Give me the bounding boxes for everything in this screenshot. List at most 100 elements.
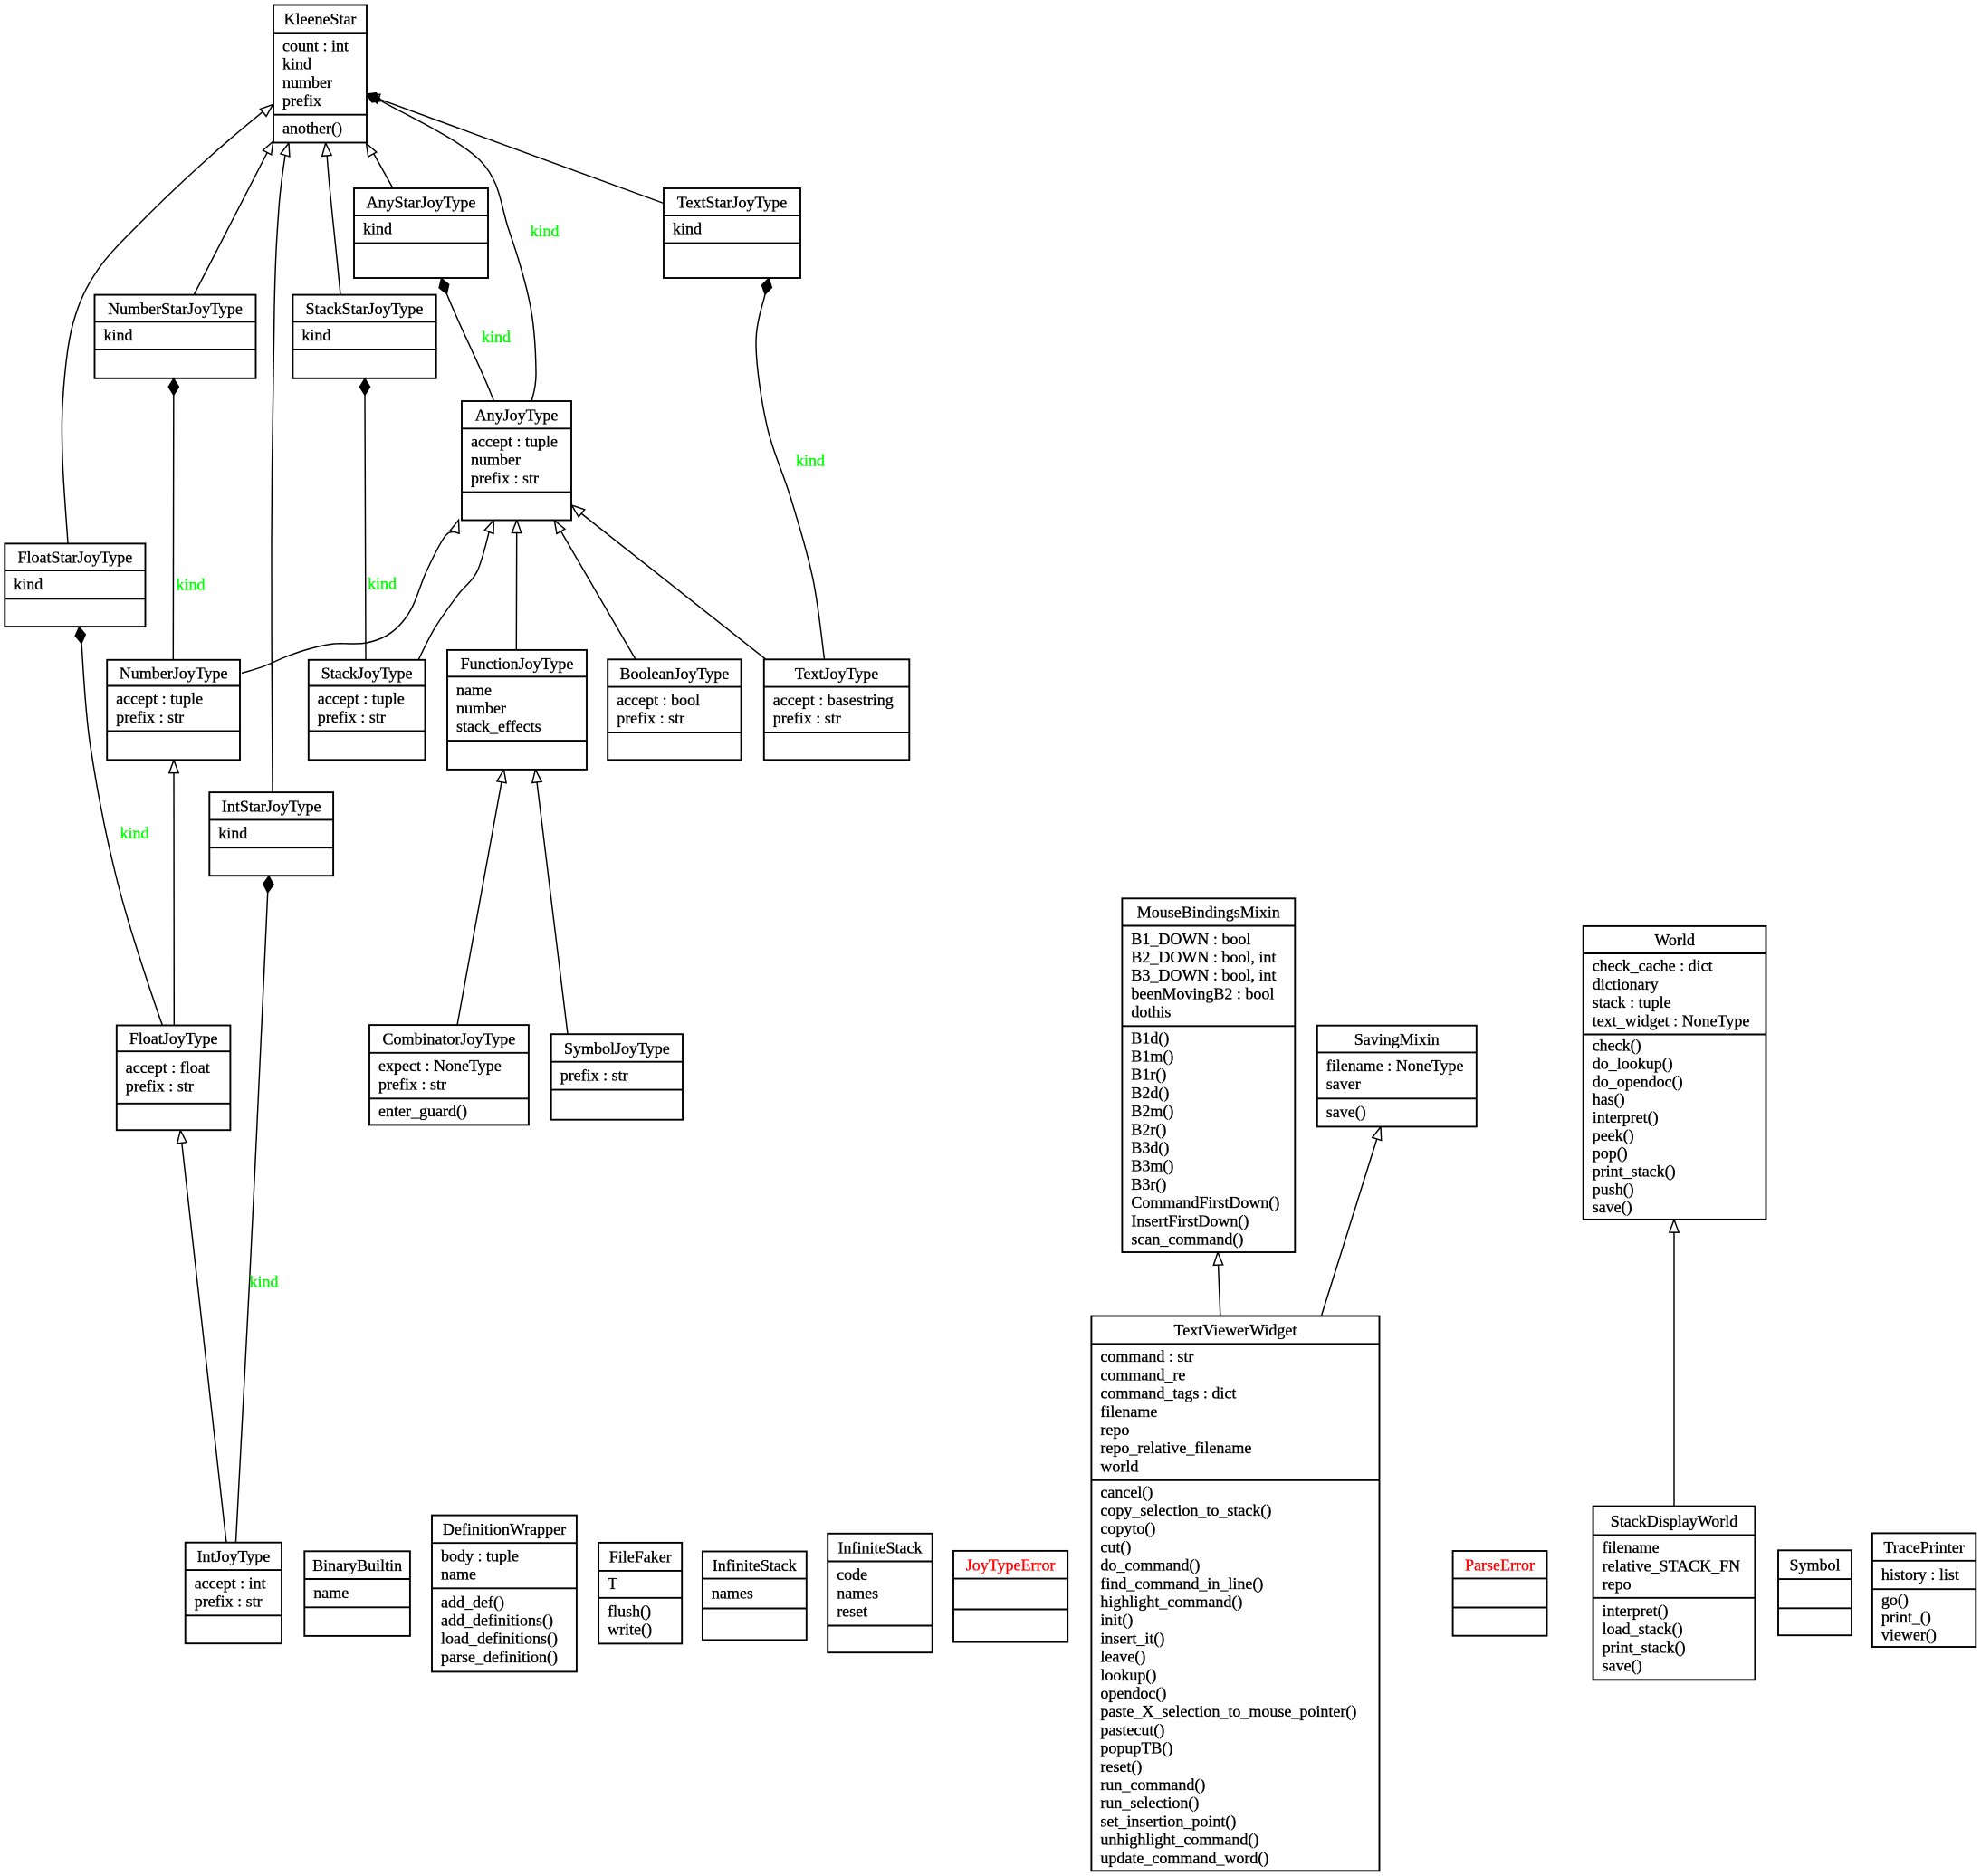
svg-text:accept : tuple: accept : tuple bbox=[318, 690, 405, 708]
svg-text:run_command(): run_command() bbox=[1100, 1776, 1205, 1795]
svg-text:NumberStarJoyType: NumberStarJoyType bbox=[108, 300, 243, 318]
svg-text:kind: kind bbox=[301, 326, 330, 344]
svg-text:B1m(): B1m() bbox=[1131, 1048, 1173, 1067]
svg-text:leave(): leave() bbox=[1100, 1648, 1145, 1667]
svg-text:accept : tuple: accept : tuple bbox=[471, 433, 558, 451]
svg-text:peek(): peek() bbox=[1593, 1126, 1634, 1145]
svg-text:run_selection(): run_selection() bbox=[1100, 1794, 1199, 1813]
svg-text:cancel(): cancel() bbox=[1100, 1483, 1153, 1502]
svg-text:B1d(): B1d() bbox=[1131, 1029, 1169, 1048]
svg-text:expect : NoneType: expect : NoneType bbox=[378, 1057, 502, 1075]
svg-text:NumberJoyType: NumberJoyType bbox=[120, 664, 228, 682]
svg-text:prefix : str: prefix : str bbox=[116, 708, 184, 726]
svg-text:prefix: prefix bbox=[282, 91, 321, 110]
svg-text:save(): save() bbox=[1603, 1657, 1642, 1676]
svg-text:B3r(): B3r() bbox=[1131, 1175, 1166, 1194]
svg-text:names: names bbox=[837, 1584, 878, 1602]
svg-text:accept : bool: accept : bool bbox=[617, 691, 700, 709]
svg-text:SavingMixin: SavingMixin bbox=[1354, 1030, 1440, 1048]
svg-text:flush(): flush() bbox=[608, 1602, 651, 1621]
svg-text:prefix : str: prefix : str bbox=[560, 1066, 628, 1084]
svg-text:name: name bbox=[313, 1584, 349, 1602]
svg-text:do_lookup(): do_lookup() bbox=[1593, 1054, 1673, 1073]
svg-text:world: world bbox=[1100, 1457, 1138, 1475]
svg-text:copy_selection_to_stack(): copy_selection_to_stack() bbox=[1100, 1501, 1271, 1520]
svg-text:TracePrinter: TracePrinter bbox=[1883, 1538, 1964, 1556]
svg-text:kind: kind bbox=[120, 824, 149, 842]
svg-text:prefix : str: prefix : str bbox=[195, 1593, 263, 1611]
svg-text:TextStarJoyType: TextStarJoyType bbox=[677, 193, 787, 211]
svg-text:prefix : str: prefix : str bbox=[773, 709, 841, 727]
svg-text:cut(): cut() bbox=[1100, 1537, 1131, 1556]
svg-text:filename: filename bbox=[1603, 1538, 1660, 1556]
svg-text:B3_DOWN : bool, int: B3_DOWN : bool, int bbox=[1131, 966, 1276, 984]
svg-text:names: names bbox=[712, 1584, 753, 1602]
svg-text:dictionary: dictionary bbox=[1593, 975, 1659, 993]
svg-text:prefix : str: prefix : str bbox=[617, 709, 684, 727]
svg-text:load_definitions(): load_definitions() bbox=[441, 1630, 558, 1649]
svg-text:copyto(): copyto() bbox=[1100, 1519, 1155, 1538]
svg-text:StackJoyType: StackJoyType bbox=[321, 664, 413, 682]
svg-text:CommandFirstDown(): CommandFirstDown() bbox=[1131, 1193, 1279, 1212]
svg-text:load_stack(): load_stack() bbox=[1603, 1620, 1683, 1639]
svg-text:AnyStarJoyType: AnyStarJoyType bbox=[367, 193, 476, 211]
svg-text:kind: kind bbox=[218, 824, 247, 842]
svg-text:StackDisplayWorld: StackDisplayWorld bbox=[1611, 1512, 1738, 1530]
svg-text:B3d(): B3d() bbox=[1131, 1139, 1169, 1158]
svg-text:TextJoyType: TextJoyType bbox=[795, 665, 878, 683]
svg-text:InsertFirstDown(): InsertFirstDown() bbox=[1131, 1211, 1249, 1230]
svg-text:KleeneStar: KleeneStar bbox=[284, 10, 357, 28]
svg-text:B1_DOWN : bool: B1_DOWN : bool bbox=[1131, 930, 1250, 948]
svg-text:history : list: history : list bbox=[1881, 1565, 1959, 1584]
svg-text:save(): save() bbox=[1593, 1198, 1632, 1217]
svg-text:stack_effects: stack_effects bbox=[456, 717, 541, 735]
svg-text:push(): push() bbox=[1593, 1180, 1634, 1199]
svg-text:AnyJoyType: AnyJoyType bbox=[475, 406, 559, 424]
svg-text:filename : NoneType: filename : NoneType bbox=[1326, 1057, 1464, 1075]
svg-text:reset: reset bbox=[837, 1603, 867, 1621]
svg-text:scan_command(): scan_command() bbox=[1131, 1230, 1243, 1249]
svg-text:command : str: command : str bbox=[1100, 1347, 1193, 1365]
svg-text:write(): write() bbox=[608, 1621, 652, 1640]
svg-text:command_tags : dict: command_tags : dict bbox=[1100, 1384, 1236, 1402]
svg-text:save(): save() bbox=[1326, 1103, 1366, 1122]
svg-text:World: World bbox=[1654, 931, 1695, 949]
svg-text:accept : basestring: accept : basestring bbox=[773, 691, 894, 709]
svg-text:kind: kind bbox=[282, 55, 311, 73]
svg-text:FileFaker: FileFaker bbox=[609, 1548, 672, 1566]
svg-text:B1r(): B1r() bbox=[1131, 1066, 1166, 1085]
svg-text:StackStarJoyType: StackStarJoyType bbox=[306, 300, 424, 318]
svg-text:init(): init() bbox=[1100, 1611, 1133, 1630]
svg-text:opendoc(): opendoc() bbox=[1100, 1684, 1166, 1703]
svg-text:BooleanJoyType: BooleanJoyType bbox=[620, 665, 730, 683]
svg-text:TextViewerWidget: TextViewerWidget bbox=[1174, 1321, 1297, 1339]
svg-text:ParseError: ParseError bbox=[1465, 1556, 1535, 1574]
svg-text:filename: filename bbox=[1100, 1402, 1157, 1421]
svg-text:BinaryBuiltin: BinaryBuiltin bbox=[312, 1556, 402, 1574]
svg-text:pastecut(): pastecut() bbox=[1100, 1720, 1164, 1739]
svg-text:go(): go() bbox=[1881, 1591, 1909, 1610]
svg-text:print_stack(): print_stack() bbox=[1603, 1638, 1686, 1657]
svg-text:FunctionJoyType: FunctionJoyType bbox=[461, 655, 574, 673]
svg-text:beenMovingB2 : bool: beenMovingB2 : bool bbox=[1131, 984, 1274, 1002]
svg-text:count : int: count : int bbox=[282, 37, 349, 55]
svg-text:B2m(): B2m() bbox=[1131, 1102, 1173, 1121]
svg-text:command_re: command_re bbox=[1100, 1365, 1185, 1383]
svg-text:do_opendoc(): do_opendoc() bbox=[1593, 1072, 1683, 1091]
svg-text:lookup(): lookup() bbox=[1100, 1666, 1156, 1685]
svg-text:check_cache : dict: check_cache : dict bbox=[1593, 957, 1713, 975]
svg-text:B2d(): B2d() bbox=[1131, 1084, 1169, 1103]
svg-text:number: number bbox=[456, 699, 506, 717]
svg-text:highlight_command(): highlight_command() bbox=[1100, 1593, 1242, 1612]
svg-text:print_stack(): print_stack() bbox=[1593, 1163, 1676, 1182]
svg-text:prefix : str: prefix : str bbox=[378, 1075, 446, 1093]
svg-text:prefix : str: prefix : str bbox=[318, 708, 386, 726]
svg-text:MouseBindingsMixin: MouseBindingsMixin bbox=[1137, 904, 1280, 922]
svg-text:JoyTypeError: JoyTypeError bbox=[966, 1556, 1056, 1574]
svg-text:check(): check() bbox=[1593, 1037, 1641, 1056]
svg-text:DefinitionWrapper: DefinitionWrapper bbox=[443, 1520, 566, 1538]
svg-text:kind: kind bbox=[368, 575, 397, 593]
svg-text:accept : tuple: accept : tuple bbox=[116, 690, 203, 708]
svg-text:interpret(): interpret() bbox=[1593, 1108, 1659, 1127]
svg-text:kind: kind bbox=[363, 220, 392, 238]
